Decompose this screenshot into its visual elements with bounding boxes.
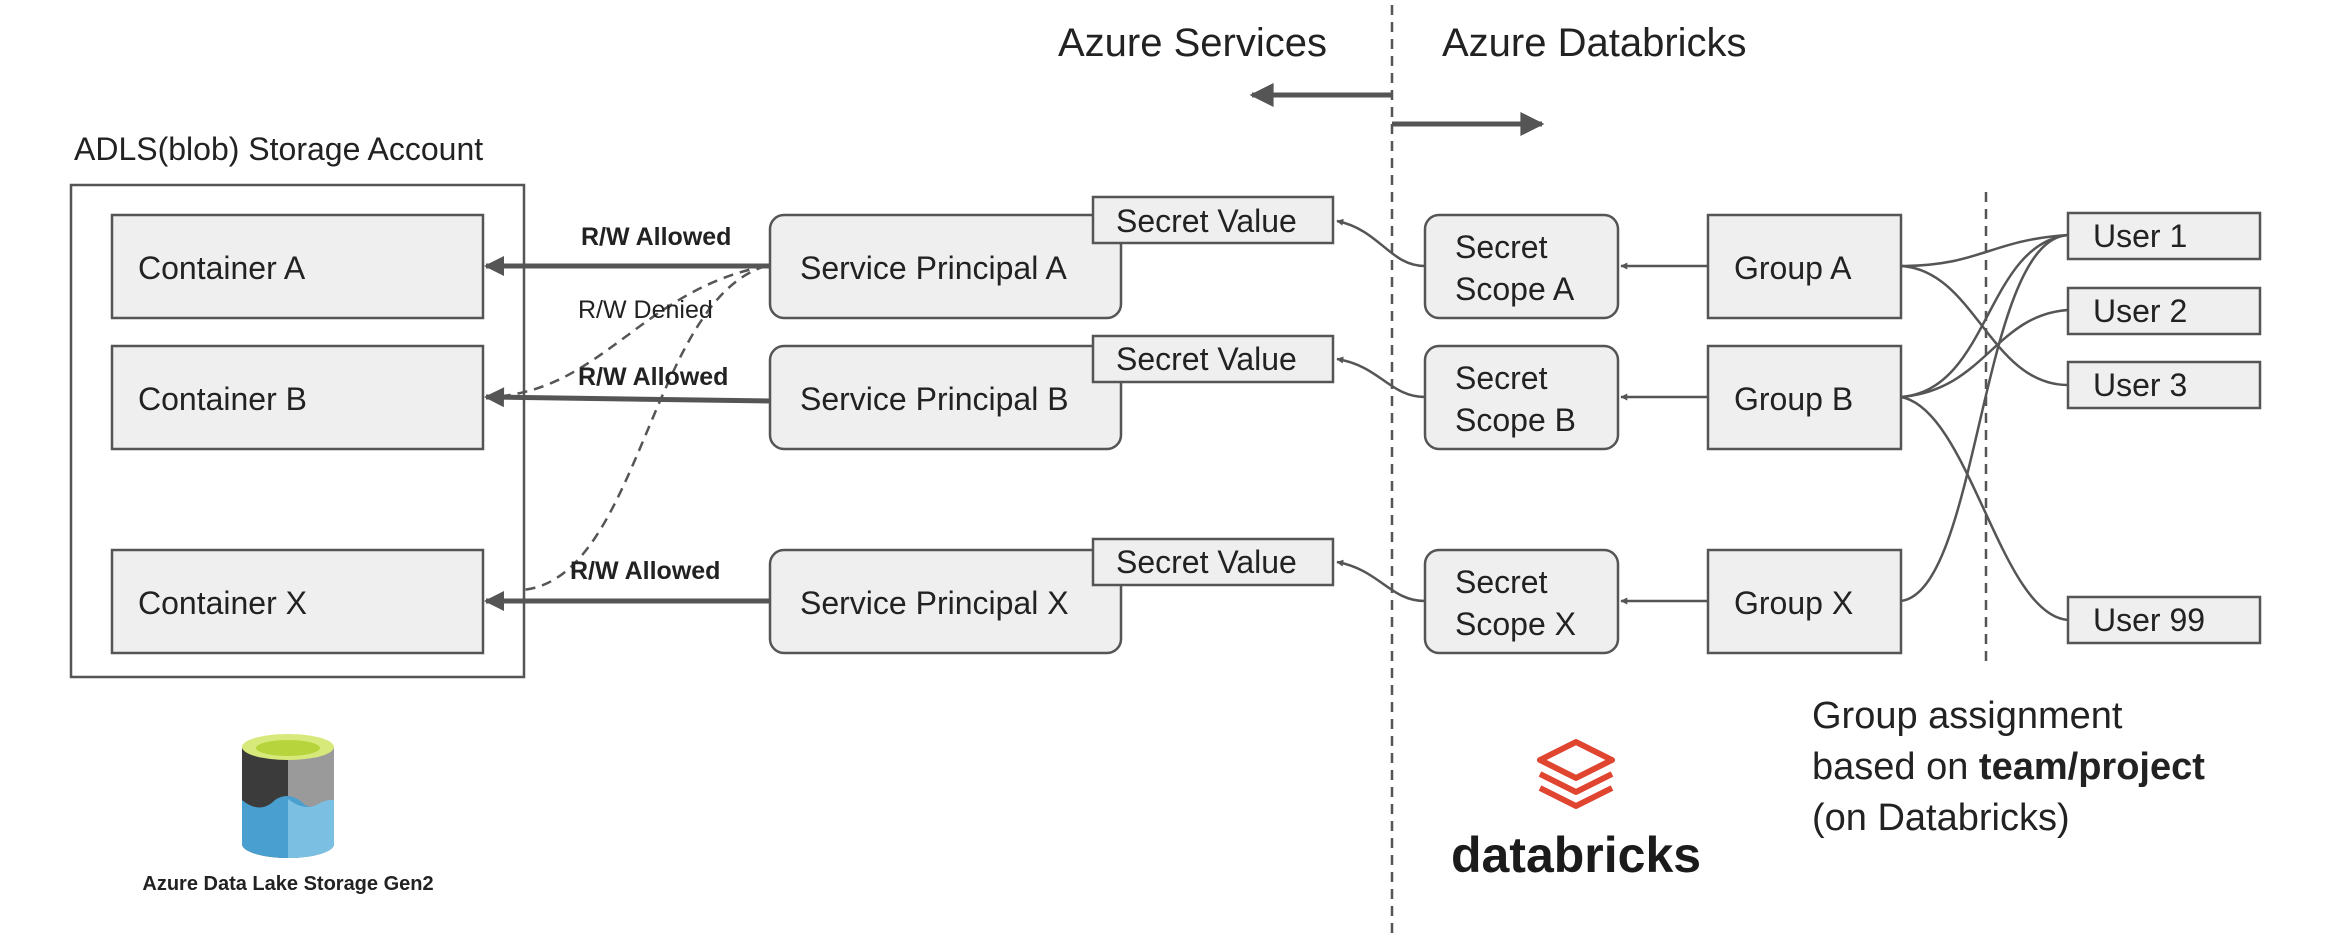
arrow-scope-b-to-secret	[1336, 356, 1426, 399]
secret-value-x[interactable]: Secret Value	[1091, 537, 1335, 587]
secret-scope-a[interactable]: Secret Scope A	[1423, 213, 1620, 320]
access-allowed-a-label: R/W Allowed	[581, 223, 731, 251]
databricks-logo-icon	[1537, 739, 1615, 809]
group-a[interactable]: Group A	[1706, 213, 1903, 320]
secret-scope-b-line1: Secret	[1455, 360, 1548, 396]
user-1[interactable]: User 1	[2066, 211, 2262, 261]
container-x[interactable]: Container X	[110, 548, 485, 655]
group-b-label: Group B	[1734, 381, 1853, 417]
adls-logo-caption: Azure Data Lake Storage Gen2	[142, 873, 433, 895]
user-3[interactable]: User 3	[2066, 360, 2262, 410]
secret-scope-x[interactable]: Secret Scope X	[1423, 548, 1620, 655]
arrow-sp-b-to-container-b	[484, 387, 771, 408]
secret-value-a-label: Secret Value	[1116, 203, 1297, 239]
service-principal-a-label: Service Principal A	[800, 250, 1067, 286]
arrow-scope-a-to-secret	[1336, 218, 1426, 268]
link-group-b-user-99	[1900, 395, 2069, 622]
container-b-label: Container B	[138, 381, 307, 417]
service-principal-a[interactable]: Service Principal A	[768, 213, 1123, 320]
user-2[interactable]: User 2	[2066, 286, 2262, 336]
group-x-label: Group X	[1734, 585, 1853, 621]
service-principal-b[interactable]: Service Principal B	[768, 344, 1123, 451]
note-line-1: Group assignment	[1812, 695, 2123, 737]
secret-scope-a-line2: Scope A	[1455, 271, 1575, 307]
container-x-label: Container X	[138, 585, 307, 621]
storage-account-frame	[69, 183, 526, 679]
link-group-a-user-1	[1900, 233, 2069, 268]
secret-scope-x-line1: Secret	[1455, 564, 1548, 600]
service-principal-x-label: Service Principal X	[800, 585, 1069, 621]
azure-databricks-header: Azure Databricks	[1442, 21, 1747, 65]
note-line-3: (on Databricks)	[1812, 797, 2070, 839]
user-2-label: User 2	[2093, 293, 2187, 329]
secret-value-a[interactable]: Secret Value	[1091, 195, 1335, 245]
storage-account-title: ADLS(blob) Storage Account	[74, 131, 483, 167]
service-principal-b-label: Service Principal B	[800, 381, 1069, 417]
secret-value-b[interactable]: Secret Value	[1091, 334, 1335, 384]
adls-gen2-logo	[242, 734, 334, 858]
note-line-2-prefix: based on	[1812, 746, 1979, 788]
container-a[interactable]: Container A	[110, 213, 485, 320]
group-a-label: Group A	[1734, 250, 1852, 286]
link-group-b-user-1	[1900, 233, 2069, 399]
group-b[interactable]: Group B	[1706, 344, 1903, 451]
group-x[interactable]: Group X	[1706, 548, 1903, 655]
user-1-label: User 1	[2093, 218, 2187, 254]
container-a-label: Container A	[138, 250, 306, 286]
note-line-2: based on team/project	[1812, 746, 2205, 788]
access-allowed-x-label: R/W Allowed	[570, 557, 720, 585]
user-3-label: User 3	[2093, 367, 2187, 403]
secret-scope-b[interactable]: Secret Scope B	[1423, 344, 1620, 451]
note-line-2-bold: team/project	[1979, 746, 2205, 788]
secret-scope-x-line2: Scope X	[1455, 606, 1576, 642]
link-group-b-user-2	[1900, 308, 2069, 399]
link-group-a-user-3	[1900, 264, 2069, 387]
arrow-scope-x-to-secret	[1336, 559, 1426, 603]
azure-services-header: Azure Services	[1058, 21, 1327, 65]
databricks-logo-text: databricks	[1451, 827, 1701, 883]
user-99-label: User 99	[2093, 602, 2205, 638]
secret-value-x-label: Secret Value	[1116, 544, 1297, 580]
service-principal-x[interactable]: Service Principal X	[768, 548, 1123, 655]
secret-scope-b-line2: Scope B	[1455, 402, 1576, 438]
link-group-x-user-1	[1900, 233, 2069, 603]
container-b[interactable]: Container B	[110, 344, 485, 451]
access-allowed-b-label: R/W Allowed	[578, 363, 728, 391]
access-denied-label: R/W Denied	[578, 296, 713, 324]
user-99[interactable]: User 99	[2066, 595, 2262, 645]
secret-scope-a-line1: Secret	[1455, 229, 1548, 265]
secret-value-b-label: Secret Value	[1116, 341, 1297, 377]
